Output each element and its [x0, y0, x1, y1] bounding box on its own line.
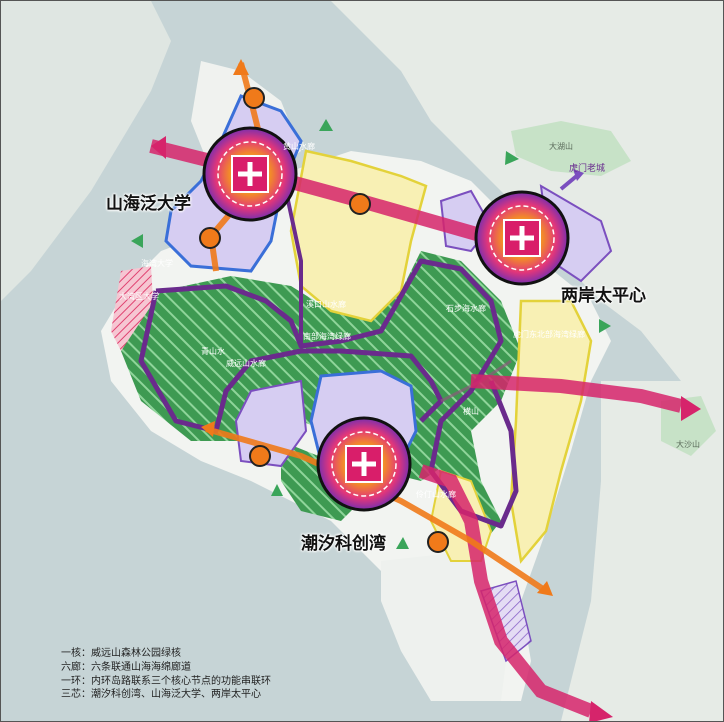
legend-three-nodes: 三芯：潮汐科创湾、山海泛大学、两岸太平心	[61, 689, 261, 701]
node-chaoxi-ring	[331, 431, 397, 497]
orange-arrow-west	[201, 421, 215, 437]
place-hengshan: 横山	[463, 407, 479, 416]
place-dadaiwan-univ: 大湾区大学	[119, 292, 159, 301]
hospital-cross-icon	[352, 452, 376, 476]
ring-road-inner	[138, 290, 444, 434]
place-dasha: 大沙山	[676, 440, 700, 449]
park-dahu	[511, 121, 631, 176]
magenta-arrow-south	[589, 701, 613, 721]
place-dahu: 大湖山	[549, 142, 573, 151]
node-label-chaoxi: 潮汐科创湾	[301, 534, 386, 554]
legend: 一核：威远山森林公园绿核 六廊：六条联通山海海绵廊道 一环：内环岛路联系三个核心…	[61, 647, 271, 702]
green-arrow-1	[319, 119, 333, 131]
purple-link-ne	[559, 172, 581, 191]
node-label-taiping: 两岸太平心	[561, 286, 646, 306]
orange-dot-1	[243, 87, 265, 109]
orange-dot-4	[249, 445, 271, 467]
green-arrow-2	[505, 151, 519, 165]
green-core-hatch	[121, 251, 521, 481]
legend-core: 一核：威远山森林公园绿核	[61, 648, 181, 659]
magenta-axis-east	[470, 374, 683, 413]
place-huangshan: 黄山水廊	[283, 142, 315, 151]
place-lingding: 伶仃山水廊	[416, 490, 456, 499]
node-univ-ring	[217, 141, 283, 207]
place-haiwan: 海湾大学	[141, 259, 173, 268]
node-chaoxi[interactable]	[316, 416, 412, 512]
ring-road-link	[284, 190, 303, 346]
southeast-land	[561, 381, 723, 721]
orange-dot-2	[349, 193, 371, 215]
orange-dot-5	[427, 531, 449, 553]
node-univ[interactable]	[202, 126, 298, 222]
orange-arrow-north	[233, 59, 249, 75]
orange-dots	[199, 87, 449, 553]
place-shibu-water: 石步海水廊	[446, 304, 486, 313]
legend-corridors: 六廊：六条联通山海海绵廊道	[61, 661, 191, 673]
place-qingshan: 青山水	[201, 347, 225, 356]
legend-ring: 一环：内环岛路联系三个核心节点的功能串联环	[61, 675, 271, 687]
place-south-corridor: 南部海湾绿廊	[303, 332, 351, 341]
orange-dot-3	[199, 227, 221, 249]
place-north-corridor: 虎门东北部海湾绿廊	[513, 330, 585, 339]
node-taiping-ring	[489, 205, 555, 271]
green-arrows	[131, 119, 611, 549]
place-humen-old-town: 虎门老城	[569, 164, 606, 174]
green-arrow-5	[271, 484, 283, 496]
place-xikou: 溪口山水廊	[306, 300, 346, 309]
magenta-axis-south	[418, 464, 594, 718]
green-arrow-4	[599, 319, 611, 333]
node-label-univ: 山海泛大学	[106, 194, 191, 214]
node-taiping[interactable]	[474, 190, 570, 286]
orange-axis-south	[205, 426, 548, 594]
green-arrow-6	[396, 537, 409, 549]
green-arrow-3	[131, 234, 143, 248]
magenta-arrow-nw	[151, 136, 166, 159]
place-weiyuan-corridor: 威远山水廊	[226, 359, 266, 368]
orange-arrow-se	[537, 581, 553, 596]
hospital-cross-icon	[510, 226, 534, 250]
hospital-cross-icon	[238, 162, 262, 186]
magenta-arrow-east	[681, 396, 701, 421]
ring-road-outer	[155, 258, 519, 529]
west-land	[1, 1, 171, 301]
